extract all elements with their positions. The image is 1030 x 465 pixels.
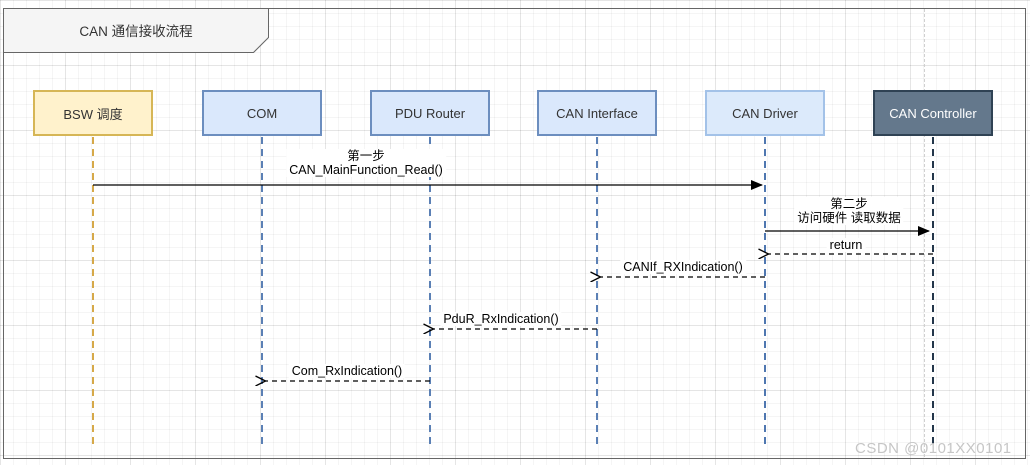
message-function-label: PduR_RxIndication(): [443, 312, 559, 326]
message-label-access-hardware: 第二步 访问硬件 读取数据: [794, 197, 904, 225]
lifeline-bsw: [92, 137, 94, 448]
lifeline-can-controller: [932, 137, 934, 448]
message-label-return: return: [826, 238, 866, 252]
lifeline-com: [261, 137, 263, 448]
actor-box-can-interface: CAN Interface: [537, 90, 657, 136]
message-function-label: Com_RxIndication(): [291, 364, 403, 378]
actor-box-pdu-router: PDU Router: [370, 90, 490, 136]
message-function-label: return: [829, 238, 863, 252]
lifeline-can-driver: [764, 137, 766, 448]
lifeline-can-interface: [596, 137, 598, 448]
lifeline-pdu-router: [429, 137, 431, 448]
watermark: CSDN @0101XX0101: [855, 440, 1012, 457]
message-function-label: 访问硬件 读取数据: [797, 211, 901, 225]
message-label-pdur-rxindication: PduR_RxIndication(): [440, 312, 562, 326]
message-function-label: CANIf_RXIndication(): [623, 260, 743, 274]
actor-box-bsw: BSW 调度: [33, 90, 153, 136]
message-label-can-mainfunction-read: 第一步 CAN_MainFunction_Read(): [286, 149, 446, 177]
frame-title-tab: [3, 8, 269, 53]
frame-title: CAN 通信接收流程: [79, 24, 193, 39]
message-label-com-rxindication: Com_RxIndication(): [288, 364, 406, 378]
diagram-frame: [3, 8, 1026, 459]
message-function-label: CAN_MainFunction_Read(): [289, 163, 443, 177]
actor-box-com: COM: [202, 90, 322, 136]
message-step-label: 第二步: [830, 197, 868, 211]
actor-box-can-driver: CAN Driver: [705, 90, 825, 136]
message-step-label: 第一步: [347, 149, 385, 163]
message-label-canif-rxindication: CANIf_RXIndication(): [620, 260, 746, 274]
actor-box-can-controller: CAN Controller: [873, 90, 993, 136]
